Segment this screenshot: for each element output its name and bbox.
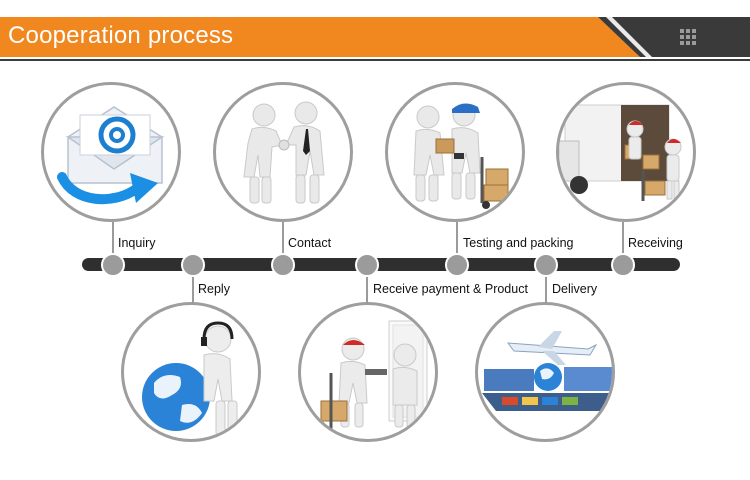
header-shape	[0, 17, 750, 57]
step-label-contact: Contact	[288, 236, 332, 250]
inquiry-illustration	[41, 82, 181, 222]
timeline-node-receiving	[611, 253, 635, 277]
connector-receiving	[622, 222, 624, 266]
connector-contact	[282, 222, 284, 266]
step-label-receiving: Receiving	[628, 236, 683, 250]
timeline-node-reply	[181, 253, 205, 277]
connector-delivery	[545, 266, 547, 304]
contact-illustration	[213, 82, 353, 222]
header-banner: Cooperation process	[0, 17, 750, 57]
step-label-testing: Testing and packing	[463, 236, 574, 250]
header-orange-band	[0, 17, 640, 57]
connector-inquiry	[112, 222, 114, 266]
payment-illustration	[298, 302, 438, 442]
timeline-node-contact	[271, 253, 295, 277]
delivery-sign-icon	[320, 320, 428, 429]
step-label-delivery: Delivery	[552, 282, 598, 296]
handshake-icon	[243, 101, 325, 204]
step-label-inquiry: Inquiry	[118, 236, 156, 250]
step-label-reply: Reply	[198, 282, 230, 296]
email-icon	[57, 106, 165, 205]
connector-reply	[192, 266, 194, 304]
connector-testing	[456, 222, 458, 266]
transport-icon	[482, 331, 612, 411]
page-title: Cooperation process	[8, 22, 234, 49]
header-underline	[0, 59, 750, 61]
timeline-node-inquiry	[101, 253, 125, 277]
truck-unloading-icon	[559, 104, 682, 201]
reply-illustration	[121, 302, 261, 442]
timeline-node-testing	[445, 253, 469, 277]
testing-illustration	[385, 82, 525, 222]
packing-icon	[413, 103, 509, 209]
receiving-illustration	[556, 82, 696, 222]
step-label-payment: Receive payment & Product	[373, 282, 528, 296]
timeline-node-payment	[355, 253, 379, 277]
timeline-bar	[82, 258, 680, 271]
connector-payment	[366, 266, 368, 304]
timeline-node-delivery	[534, 253, 558, 277]
grid-menu-icon[interactable]	[680, 29, 696, 45]
delivery-illustration	[475, 302, 615, 442]
header-divider	[606, 17, 652, 57]
support-globe-icon	[142, 321, 238, 436]
